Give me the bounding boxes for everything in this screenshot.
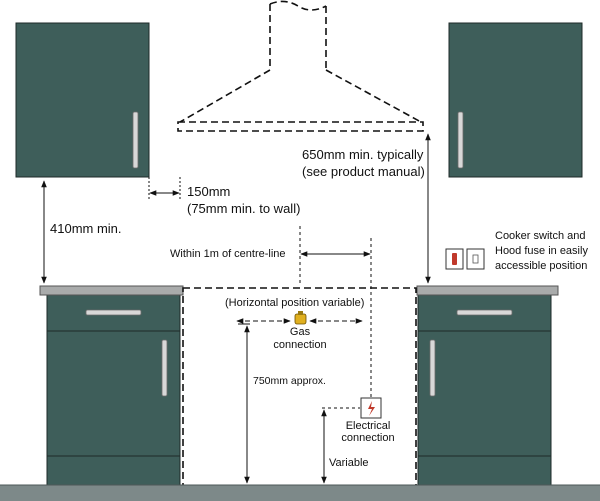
- cabinet-clearance-label: 410mm min.: [50, 221, 122, 236]
- height-approx-label: 750mm approx.: [253, 375, 326, 387]
- gas-label-line2: connection: [273, 339, 327, 351]
- drawer-handle: [85, 309, 142, 316]
- wall-gap-label-line1: 150mm: [187, 184, 231, 199]
- cooker-switch-icon: [445, 248, 464, 270]
- upper-left-cabinet: [15, 22, 150, 178]
- drawer-handle: [456, 309, 513, 316]
- switch-note-line1: Cooker switch and: [495, 230, 586, 242]
- gas-connection-icon: [294, 311, 307, 325]
- electrical-label-line2: connection: [341, 432, 395, 444]
- right-base-unit: [417, 293, 552, 486]
- dimension-lines: [41, 133, 431, 484]
- cabinet-handle: [132, 111, 139, 169]
- hood-clearance-label-line2: (see product manual): [302, 164, 425, 179]
- hood-clearance-label-line1: 650mm min. typically: [302, 147, 424, 162]
- cabinet-handle: [457, 111, 464, 169]
- centre-line-label: Within 1m of centre-line: [170, 248, 286, 260]
- right-worktop: [416, 285, 559, 296]
- left-base-unit: [46, 293, 181, 486]
- cooker-space-outline: [182, 287, 417, 487]
- electrical-label-line1: Electrical: [345, 420, 391, 432]
- floor: [0, 485, 600, 501]
- cooker-hood-outline: [177, 0, 424, 132]
- gas-label-line1: Gas: [289, 326, 311, 338]
- electrical-socket-icon: [360, 397, 382, 419]
- horizontal-variable-label: (Horizontal position variable): [225, 297, 365, 309]
- left-worktop: [39, 285, 184, 296]
- upper-right-cabinet: [448, 22, 583, 178]
- switch-note-line3: accessible position: [495, 260, 588, 272]
- door-handle: [429, 339, 436, 397]
- variable-label: Variable: [329, 457, 369, 469]
- wall-gap-label-line2: (75mm min. to wall): [187, 201, 301, 216]
- door-handle: [161, 339, 168, 397]
- fused-spur-icon: [466, 248, 485, 270]
- switch-note-line2: Hood fuse in easily: [495, 245, 588, 257]
